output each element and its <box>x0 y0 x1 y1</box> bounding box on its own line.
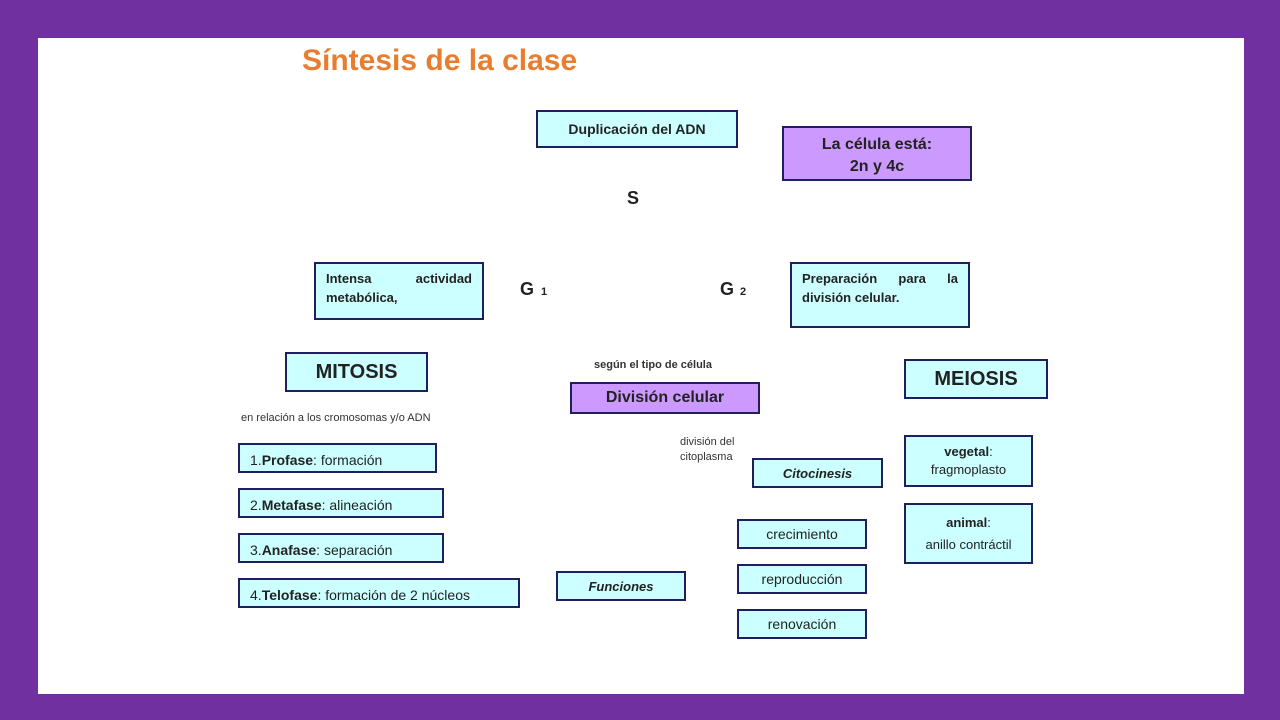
citoplasma-line-1: división del <box>680 436 735 448</box>
g2-letter: G <box>720 279 735 299</box>
label-division-citoplasma: división del citoplasma <box>680 435 734 465</box>
citoplasma-line-2: citoplasma <box>680 451 733 463</box>
preparacion-line-1: Preparación para la <box>802 271 958 286</box>
box-preparacion: Preparación para la división celular. <box>790 262 970 328</box>
box-animal: animal: anillo contráctil <box>904 503 1033 564</box>
box-reproduccion: reproducción <box>737 564 867 594</box>
box-renovacion: renovación <box>737 609 867 639</box>
phase-name: Telofase <box>261 587 318 603</box>
phase-name: Metafase <box>261 497 322 513</box>
animal-name: animal <box>946 515 988 530</box>
box-division-celular: División celular <box>570 382 760 414</box>
animal-desc: anillo contráctil <box>925 537 1012 552</box>
box-crecimiento: crecimiento <box>737 519 867 549</box>
box-duplicacion-adn: Duplicación del ADN <box>536 110 738 148</box>
phase-s-label: S <box>627 188 640 208</box>
phase-sep: : <box>313 452 321 468</box>
phase-num: 4. <box>250 587 262 603</box>
preparacion-line-2: división celular. <box>802 290 900 305</box>
vegetal-sep: : <box>989 444 993 459</box>
phase-num: 2. <box>250 497 262 513</box>
intensa-line-1: Intensa actividad <box>326 271 472 286</box>
phase-box-4: 4.Telofase: formación de 2 núcleos <box>238 578 520 608</box>
intensa-line-2: metabólica, <box>326 290 398 305</box>
phase-sep: : <box>321 497 330 513</box>
box-mitosis: MITOSIS <box>285 352 428 392</box>
box-intensa-actividad: Intensa actividad metabólica, <box>314 262 484 320</box>
phase-name: Profase <box>261 452 314 468</box>
vegetal-desc: fragmoplasto <box>930 462 1007 477</box>
page-title: Síntesis de la clase <box>302 44 578 77</box>
vegetal-name: vegetal <box>944 444 990 459</box>
phase-num: 1. <box>250 452 262 468</box>
celula-line-1: La célula está: <box>821 136 933 153</box>
g1-subscript: 1 <box>541 286 548 298</box>
phase-desc: formación de 2 núcleos <box>325 587 470 603</box>
box-vegetal: vegetal: fragmoplasto <box>904 435 1033 487</box>
box-funciones: Funciones <box>556 571 686 601</box>
phase-box-1: 1.Profase: formación <box>238 443 437 473</box>
celula-line-2: 2n y 4c <box>849 158 905 175</box>
phase-sep: : <box>317 587 326 603</box>
animal-sep: : <box>987 515 991 530</box>
box-citocinesis: Citocinesis <box>752 458 883 488</box>
phase-desc: alineación <box>329 497 393 513</box>
label-segun-tipo: según el tipo de célula <box>594 359 712 371</box>
phase-name: Anafase <box>261 542 317 558</box>
phase-desc: formación <box>320 452 383 468</box>
phase-num: 3. <box>250 542 262 558</box>
phase-box-3: 3.Anafase: separación <box>238 533 444 563</box>
g2-subscript: 2 <box>740 286 747 298</box>
phase-sep: : <box>316 542 324 558</box>
label-en-relacion: en relación a los cromosomas y/o ADN <box>241 412 431 424</box>
box-meiosis: MEIOSIS <box>904 359 1048 399</box>
box-celula-esta: La célula está: 2n y 4c <box>782 126 972 181</box>
phase-desc: separación <box>323 542 393 558</box>
phase-box-2: 2.Metafase: alineación <box>238 488 444 518</box>
g1-letter: G <box>520 279 535 299</box>
